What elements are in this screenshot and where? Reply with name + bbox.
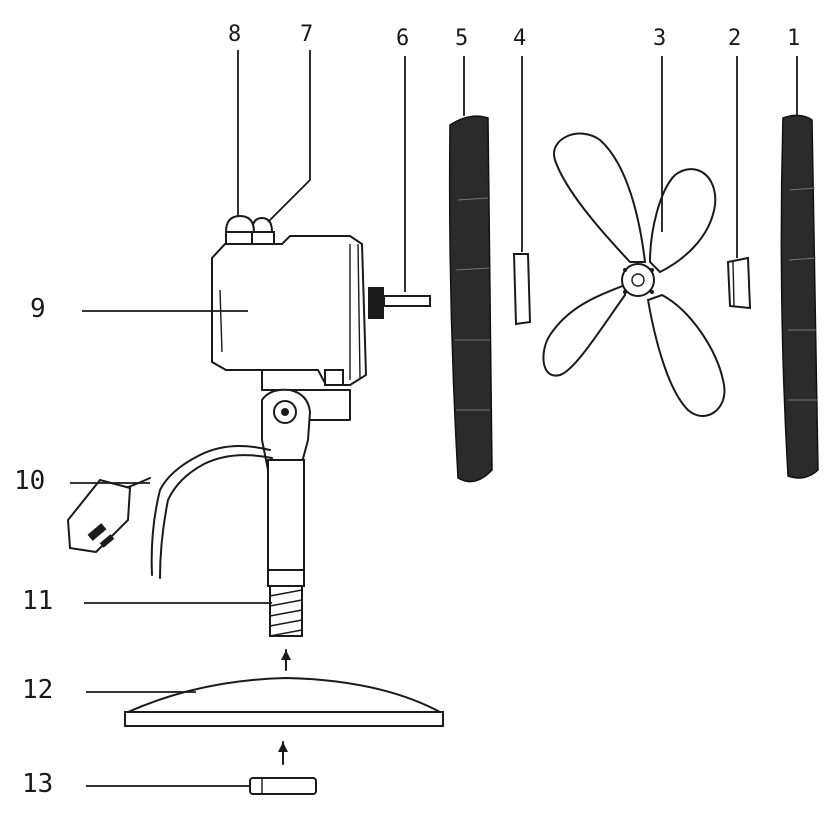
base-fastener (249, 777, 317, 795)
label-part-2: 2 (728, 26, 742, 51)
upper-pole (267, 459, 305, 587)
label-part-4: 4 (513, 26, 527, 51)
motor-housing (211, 235, 368, 421)
label-part-3: 3 (653, 26, 667, 51)
label-part-12: 12 (22, 675, 54, 705)
base-plate (124, 676, 444, 727)
pole-thread (269, 585, 303, 637)
label-part-6: 6 (396, 26, 410, 51)
assembly-arrow-upper (281, 649, 291, 671)
tilt-bracket (261, 388, 312, 471)
label-part-11: 11 (22, 586, 54, 616)
assembly-arrow-lower (278, 741, 288, 765)
label-part-10: 10 (14, 466, 46, 496)
power-cord (119, 445, 273, 579)
motor-shaft (368, 287, 431, 319)
label-part-9: 9 (30, 294, 46, 324)
speed-knob (224, 214, 256, 245)
plug-icon (66, 478, 132, 554)
rear-guard (448, 115, 493, 483)
label-part-5: 5 (455, 26, 469, 51)
label-part-1: 1 (787, 26, 801, 51)
label-part-7: 7 (300, 22, 314, 47)
label-part-8: 8 (228, 22, 242, 47)
fan-blade (542, 132, 726, 417)
label-part-13: 13 (22, 769, 54, 799)
front-guard (780, 114, 819, 479)
spinner-cap (726, 256, 752, 310)
blade-nut (512, 253, 532, 326)
